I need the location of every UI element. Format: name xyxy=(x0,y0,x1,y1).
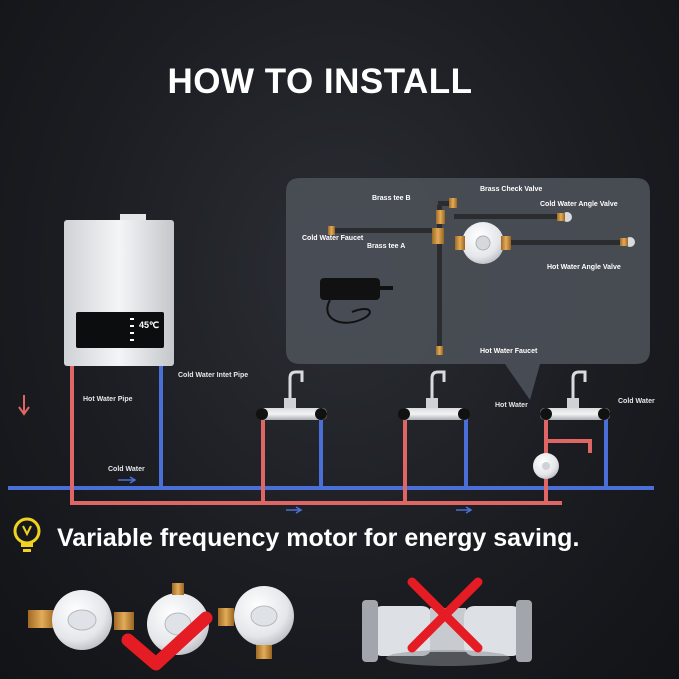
cold-flow-arrow xyxy=(118,476,137,484)
label-brass-tee-a: Brass tee A xyxy=(367,243,406,250)
sink-2 xyxy=(398,370,470,420)
label-cold-water-inlet-pipe: Cold Water Intet Pipe xyxy=(178,372,249,379)
main-piping xyxy=(8,365,654,505)
label-cold-water-faucet: Cold Water Faucet xyxy=(302,235,364,242)
label-hot-water-angle-valve: Hot Water Angle Valve xyxy=(547,264,621,271)
label-hot-water-pipe: Hot Water Pipe xyxy=(83,396,133,403)
label-cold-water-angle-valve: Cold Water Angle Valve xyxy=(540,201,618,208)
check-mark-icon xyxy=(121,611,213,671)
inset-pipe-check xyxy=(438,201,454,206)
label-brass-check-valve: Brass Check Valve xyxy=(480,186,543,193)
page-title: HOW TO INSTALL xyxy=(167,62,473,101)
inset-pipe-cold xyxy=(333,228,439,233)
label-hot-water: Hot Water xyxy=(495,402,528,409)
power-adapter xyxy=(320,278,380,300)
brass-tee-b xyxy=(436,210,445,224)
sink-fixtures xyxy=(256,370,610,479)
label-brass-tee-b: Brass tee B xyxy=(372,195,411,202)
cross-mark-icon xyxy=(407,577,483,653)
inset-pipe-hot xyxy=(500,240,628,245)
sink-1 xyxy=(256,370,327,420)
correct-pumps xyxy=(28,583,294,659)
label-hot-water-faucet: Hot Water Faucet xyxy=(480,348,538,355)
sink-3 xyxy=(540,370,610,420)
down-arrow xyxy=(18,395,30,416)
inset-pipe-vertical xyxy=(437,205,442,348)
cold-faucet-fitting xyxy=(328,226,335,235)
pump-loop xyxy=(546,439,592,453)
heater-display xyxy=(76,312,164,348)
inset-pipe-top xyxy=(454,214,564,219)
label-cold-water: Cold Water xyxy=(108,466,145,473)
hot-outlet-pipe xyxy=(70,365,562,505)
flow-arrow-3 xyxy=(456,506,473,514)
brass-check-valve xyxy=(449,198,457,208)
inset-piping xyxy=(320,198,635,355)
flow-arrow-2 xyxy=(286,506,303,514)
water-heater xyxy=(64,214,174,366)
inset-panel xyxy=(286,178,650,400)
label-cold-water-right: Cold Water xyxy=(618,398,655,405)
brass-tee-a xyxy=(432,228,444,244)
tagline: Variable frequency motor for energy savi… xyxy=(57,524,580,552)
lightbulb-icon xyxy=(13,517,41,552)
heater-temperature: 45℃ xyxy=(139,320,160,330)
hot-faucet-fitting xyxy=(436,346,443,355)
